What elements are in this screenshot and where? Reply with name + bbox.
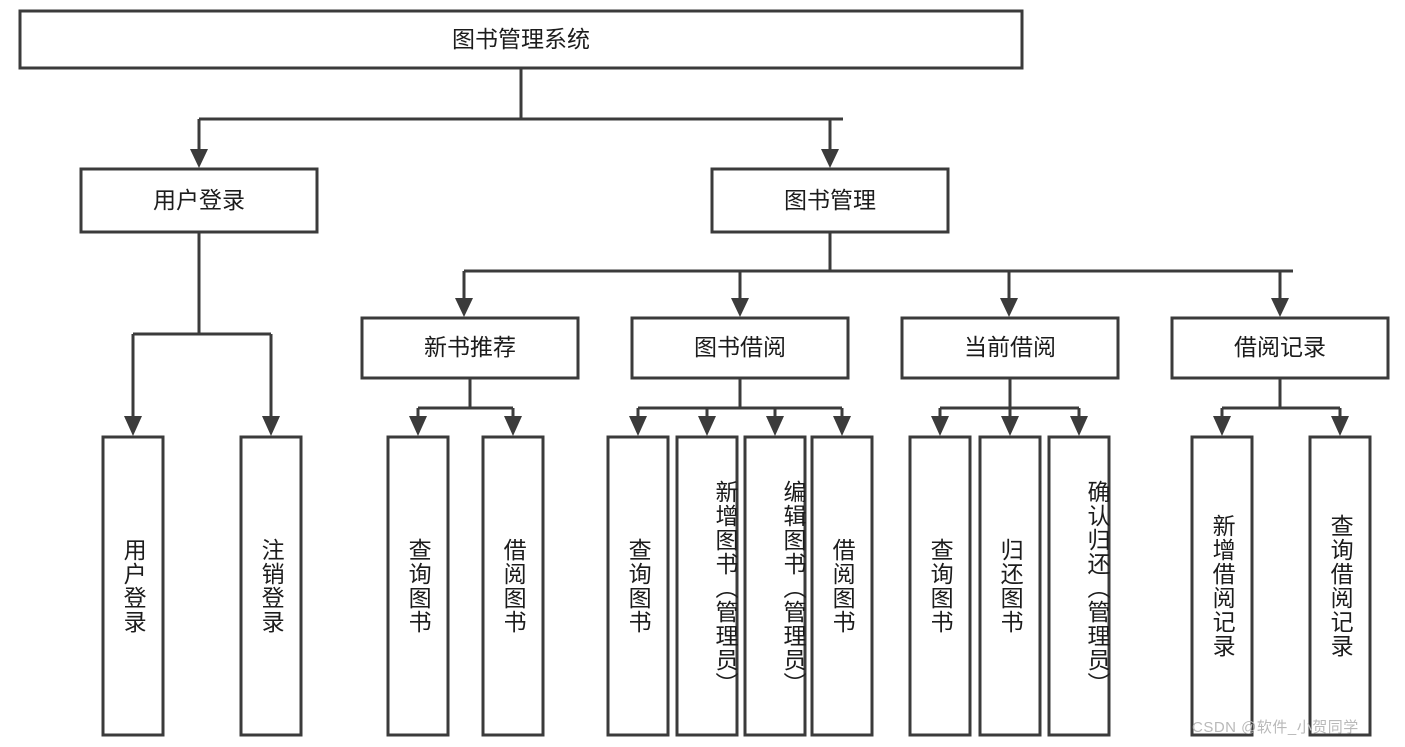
leaf-box-borrow-record-1[interactable] [1190,435,1254,737]
leaf-box-book-borrow-3[interactable] [743,435,807,737]
node-borrow-record[interactable]: 借阅记录 [1170,316,1390,380]
connector-newbook-to-leaves [409,378,522,436]
node-borrow-record-label: 借阅记录 [1234,334,1326,360]
connector-bookmgmt-to-level3 [455,232,1293,317]
node-user-login[interactable]: 用户登录 [79,167,319,234]
connector-borrowrecord-to-leaves [1213,378,1349,436]
connector-currentborrow-to-leaves [931,378,1088,436]
node-book-borrow[interactable]: 图书借阅 [630,316,850,380]
leaf-box-book-borrow-1[interactable] [606,435,670,737]
leaf-box-borrow-record-2[interactable] [1308,435,1372,737]
node-root-label: 图书管理系统 [452,26,590,52]
leaf-box-user-login-2[interactable] [239,435,303,737]
leaf-box-current-borrow-2[interactable] [978,435,1042,737]
node-root[interactable]: 图书管理系统 [18,9,1024,70]
leaf-box-current-borrow-1[interactable] [908,435,972,737]
connector-root-to-level2 [190,68,843,168]
node-new-book-recommend[interactable]: 新书推荐 [360,316,580,380]
leaf-box-current-borrow-3[interactable] [1047,435,1111,737]
csdn-watermark: CSDN @软件_小贺同学 [1192,719,1359,736]
node-book-management-label: 图书管理 [784,187,876,213]
node-current-borrow-label: 当前借阅 [964,334,1056,360]
leaf-box-new-book-1[interactable] [386,435,450,737]
leaf-box-new-book-2[interactable] [481,435,545,737]
leaf-box-book-borrow-2[interactable] [675,435,739,737]
connector-userlogin-to-leaves [124,232,280,436]
node-user-login-label: 用户登录 [153,187,245,213]
node-book-management[interactable]: 图书管理 [710,167,950,234]
connector-bookborrow-to-leaves [629,378,851,436]
node-current-borrow[interactable]: 当前借阅 [900,316,1120,380]
node-book-borrow-label: 图书借阅 [694,334,786,360]
leaf-box-book-borrow-4[interactable] [810,435,874,737]
leaf-box-user-login-1[interactable] [101,435,165,737]
node-new-book-recommend-label: 新书推荐 [424,334,516,360]
